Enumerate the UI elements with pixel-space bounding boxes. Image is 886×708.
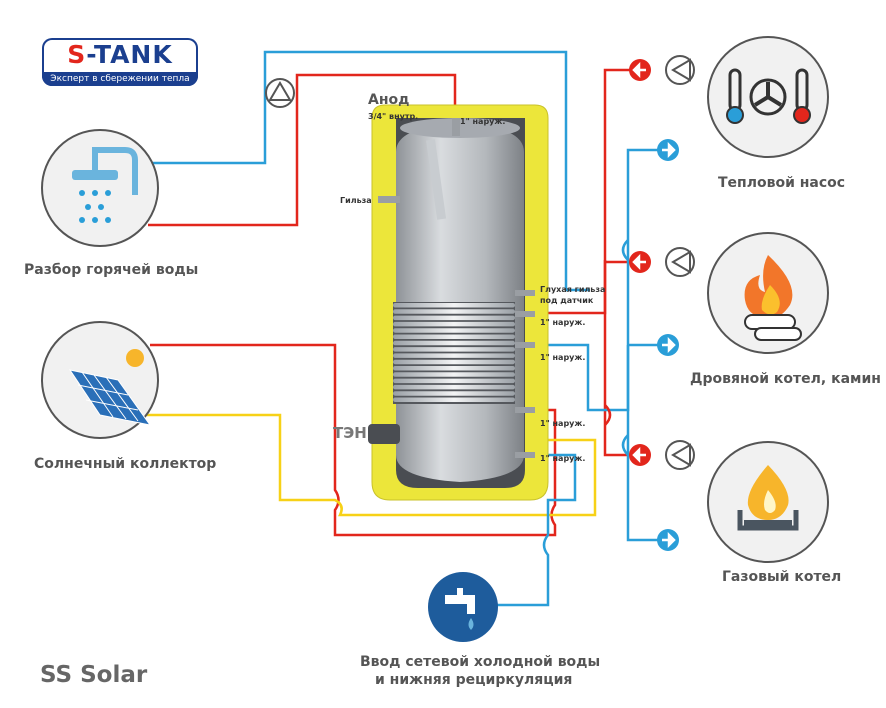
coil-winding xyxy=(393,372,515,377)
wood-boiler-label: Дровяной котел, камин xyxy=(690,371,881,387)
inner-thread-label: 3/4" внутр. xyxy=(368,112,419,121)
hot-water-label: Разбор горячей воды xyxy=(24,262,199,278)
pipe-hot-gas xyxy=(603,260,640,457)
blind-sleeve-label: Глухая гильза xyxy=(540,285,606,294)
pipe-coil-top xyxy=(520,68,640,315)
coil-winding xyxy=(393,347,515,352)
logo-tagline: Эксперт в сбережении тепла xyxy=(42,72,198,86)
arrow-left-icon xyxy=(629,59,651,466)
port-label-1: 1" наруж. xyxy=(540,318,586,327)
coil-winding xyxy=(393,384,515,390)
heat-pump-icon xyxy=(726,68,811,124)
heater-label: ТЭН xyxy=(333,424,367,442)
gas-flame-icon xyxy=(737,465,799,531)
coil-winding xyxy=(393,340,515,346)
solar-label: Солнечный коллектор xyxy=(34,456,217,472)
sleeve-label: Гильза xyxy=(340,196,372,205)
heat-pump-label: Тепловой насос xyxy=(718,175,846,191)
coil-winding xyxy=(393,366,515,371)
port-label-4: 1" наруж. xyxy=(540,454,586,463)
arrow-right-icon xyxy=(657,139,679,161)
anode-rod xyxy=(426,139,447,220)
faucet-icon xyxy=(428,572,498,642)
arrow-left-icon xyxy=(629,444,651,466)
port-label-3: 1" наруж. xyxy=(540,419,586,428)
solar-panel-icon xyxy=(68,349,152,426)
circle-shower xyxy=(41,129,159,247)
arrow-left-icon xyxy=(629,251,651,273)
pipe-solar-hot xyxy=(150,343,557,537)
coil-winding xyxy=(393,397,515,402)
coil-winding xyxy=(393,315,515,321)
pipe-solar-return xyxy=(145,413,597,517)
coil-winding xyxy=(393,353,515,358)
cold-inlet-label-2: и нижняя рециркуляция xyxy=(375,672,573,688)
anode-label: Анод xyxy=(368,92,410,108)
heater-element xyxy=(368,424,400,444)
fire-icon xyxy=(744,255,802,341)
coil-winding xyxy=(393,378,515,384)
logo-prefix: S xyxy=(67,40,87,69)
cold-inlet-label-1: Ввод сетевой холодной воды xyxy=(360,654,601,670)
tank xyxy=(368,104,549,501)
arrow-left-icon xyxy=(629,59,651,81)
coil-winding xyxy=(393,309,515,314)
heating-coil xyxy=(393,302,515,404)
brand-logo: S-TANK Эксперт в сбережении тепла xyxy=(42,38,198,86)
shower-icon xyxy=(72,147,138,223)
port-label-2: 1" наруж. xyxy=(540,353,586,362)
coil-winding xyxy=(393,321,515,327)
arrow-right-icon xyxy=(657,334,679,356)
arrow-right-icon xyxy=(657,529,679,551)
arrow-right-icon xyxy=(657,139,679,551)
outer-top-label: 1" наруж. xyxy=(460,117,506,126)
coil-winding xyxy=(393,334,515,339)
pipe-cold-gas xyxy=(626,345,660,542)
blind-sleeve-label-2: под датчик xyxy=(540,296,594,305)
pipe-hot-out xyxy=(148,73,457,227)
pipe-cold-inlet xyxy=(478,453,577,607)
coil-winding xyxy=(393,328,515,333)
gas-boiler-label: Газовый котел xyxy=(722,569,842,585)
logo-brand: -TANK xyxy=(86,40,173,69)
coil-winding xyxy=(393,391,515,396)
sleeve-fitting xyxy=(378,196,400,203)
coil-winding xyxy=(393,359,515,365)
coil-winding xyxy=(393,303,515,308)
model-name: SS Solar xyxy=(40,662,148,688)
pipe-cold-top xyxy=(150,50,590,292)
